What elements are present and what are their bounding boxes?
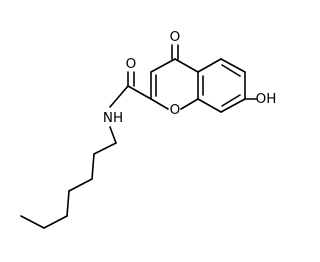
bond-c5-c6-double	[221, 64, 241, 77]
bond-c4-c4a	[174, 58, 199, 73]
bond-c6-c7-chain	[20, 215, 45, 229]
bond-c5-c6-chain	[43, 215, 68, 229]
bond-c5-c6	[220, 58, 246, 73]
bond-c8a-o1	[180, 98, 199, 110]
bond-c2-amide-c	[127, 85, 152, 100]
bond-c7-c8	[220, 98, 246, 113]
bond-n-c1	[109, 126, 117, 144]
bond-c7-c8-double	[221, 94, 241, 107]
bond-c1-c2	[93, 142, 117, 155]
bond-o1-c2	[150, 98, 169, 110]
bond-c2-c3-chain	[91, 153, 95, 180]
bond-c8-c8a	[197, 98, 222, 113]
ketone-oxygen-label: O	[170, 29, 181, 45]
amide-oxygen-label: O	[126, 56, 137, 72]
molecule-structure: O O O NH OH	[20, 29, 277, 229]
bond-c4a-c5	[197, 58, 222, 73]
bond-c3-c4	[150, 58, 176, 73]
bond-c4-c5-chain	[66, 190, 70, 217]
amide-nitrogen-label: NH	[103, 110, 123, 126]
ring-oxygen-label: O	[170, 102, 181, 118]
molecule-canvas: O O O NH OH	[20, 29, 277, 229]
hydroxyl-label: OH	[256, 91, 277, 107]
bond-c3-c4-chain	[68, 178, 93, 192]
bond-amide-c-n	[109, 85, 129, 108]
